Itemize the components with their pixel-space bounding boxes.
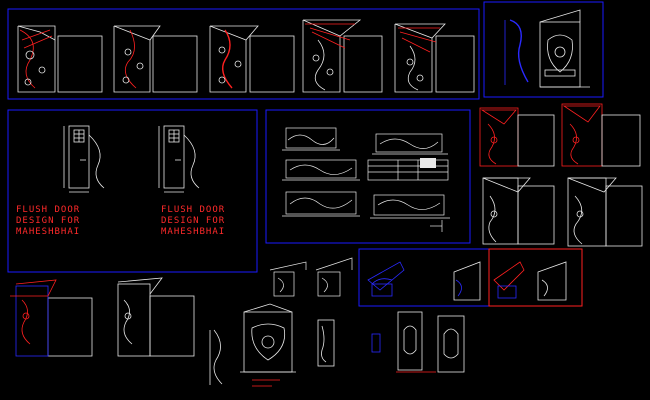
bracket-panel-5 <box>394 23 475 93</box>
detail-top-right <box>504 9 590 88</box>
annotation-2: FLUSH DOOR DESIGN FOR MAHESHBHAI <box>161 205 225 237</box>
flush-door-elevation-2 <box>158 125 200 193</box>
annotation-1: FLUSH DOOR DESIGN FOR MAHESHBHAI <box>16 205 80 237</box>
bracket-detail-white-1 <box>482 177 555 245</box>
bracket-panel-4 <box>302 19 383 93</box>
bracket-detail-white-2 <box>567 177 643 247</box>
bottom-left-elevation-2 <box>117 277 195 357</box>
red-bracket-group <box>493 261 567 301</box>
section-detail-bottom <box>209 303 296 387</box>
flush-door-elevation-1 <box>63 125 105 193</box>
annotation-2-line-3: MAHESHBHAI <box>161 227 225 237</box>
small-brackets-row <box>269 257 353 297</box>
bracket-panel-1 <box>17 25 103 93</box>
bracket-panel-2 <box>113 25 198 93</box>
bracket-detail-red-1 <box>479 107 555 167</box>
frame-top-row <box>7 1 604 307</box>
blue-bracket-group <box>367 261 481 301</box>
bottom-left-elevation-1 <box>10 279 93 357</box>
bracket-detail-red-2 <box>561 103 641 167</box>
door-panels-bottom <box>317 311 465 373</box>
annotation-1-line-3: MAHESHBHAI <box>16 227 80 237</box>
bracket-panel-3 <box>209 25 295 93</box>
annotation-1-line-1: FLUSH DOOR <box>16 205 80 215</box>
annotation-2-line-2: DESIGN FOR <box>161 216 225 226</box>
grill-designs-panel <box>282 127 450 232</box>
annotation-1-line-2: DESIGN FOR <box>16 216 80 226</box>
annotation-2-line-1: FLUSH DOOR <box>161 205 225 215</box>
